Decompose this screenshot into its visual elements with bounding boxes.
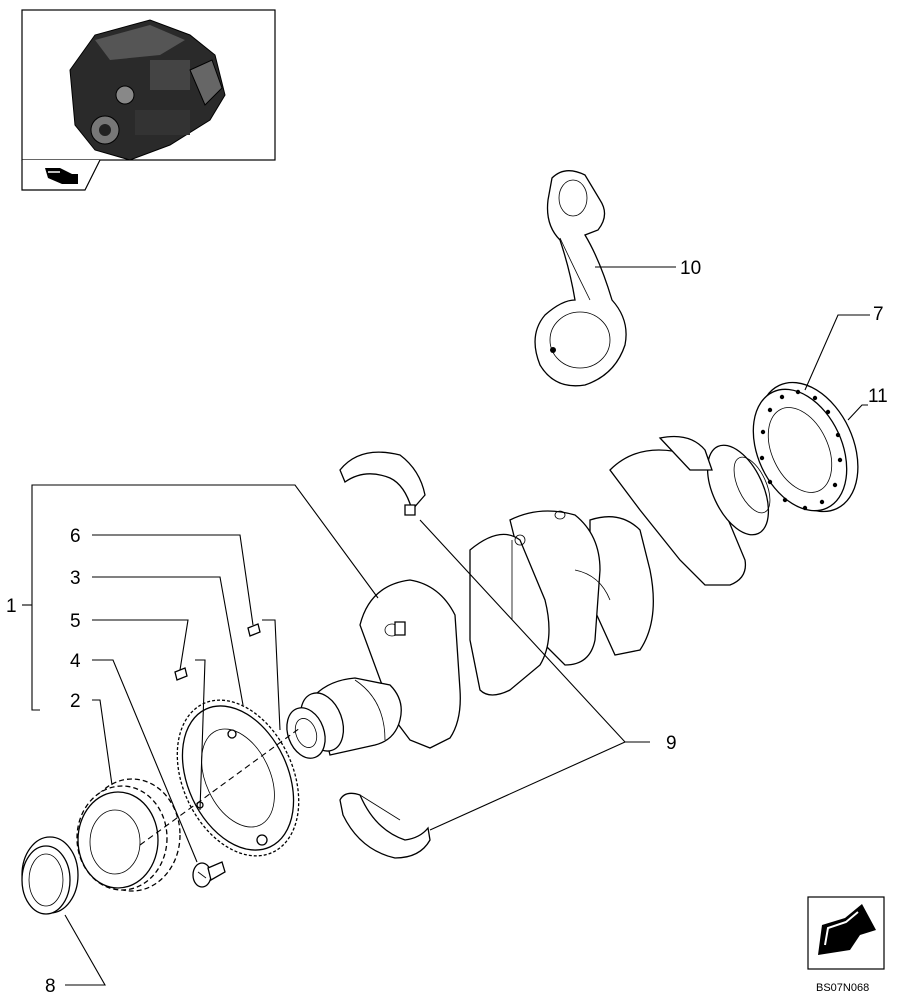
flange-bolt-holes	[759, 389, 843, 511]
callout-labels: 1 2 3 4 5 6 7 8 9 10 11	[6, 258, 888, 997]
crankshaft	[286, 435, 771, 759]
lower-bearing-shell	[339, 792, 431, 859]
drawing-code: BS07N068	[816, 982, 869, 994]
next-arrow-icon	[818, 904, 876, 955]
callout-7: 7	[873, 304, 884, 325]
screw	[192, 861, 226, 888]
dowel-pin	[247, 623, 261, 637]
callout-8: 8	[45, 976, 56, 997]
leader-lines	[22, 266, 870, 986]
connecting-rod	[534, 170, 627, 387]
pin	[174, 667, 188, 681]
engine-thumbnail-icon	[69, 19, 226, 161]
callout-1: 1	[6, 596, 17, 617]
upper-bearing-shell	[339, 451, 426, 516]
callout-6: 6	[70, 526, 81, 547]
callout-4: 4	[70, 651, 81, 672]
callout-9: 9	[666, 733, 677, 754]
front-seal	[21, 836, 79, 915]
callout-5: 5	[70, 611, 81, 632]
back-arrow-icon[interactable]	[45, 168, 78, 184]
next-page-button[interactable]: BS07N068	[807, 896, 885, 994]
tone-wheel	[176, 699, 300, 857]
engine-thumbnail[interactable]	[21, 9, 276, 191]
callout-2: 2	[70, 691, 81, 712]
crankshaft-gear	[76, 778, 181, 892]
callout-3: 3	[70, 568, 81, 589]
rear-seal-flange	[752, 381, 859, 513]
callout-11: 11	[868, 386, 888, 407]
callout-10: 10	[680, 258, 701, 279]
